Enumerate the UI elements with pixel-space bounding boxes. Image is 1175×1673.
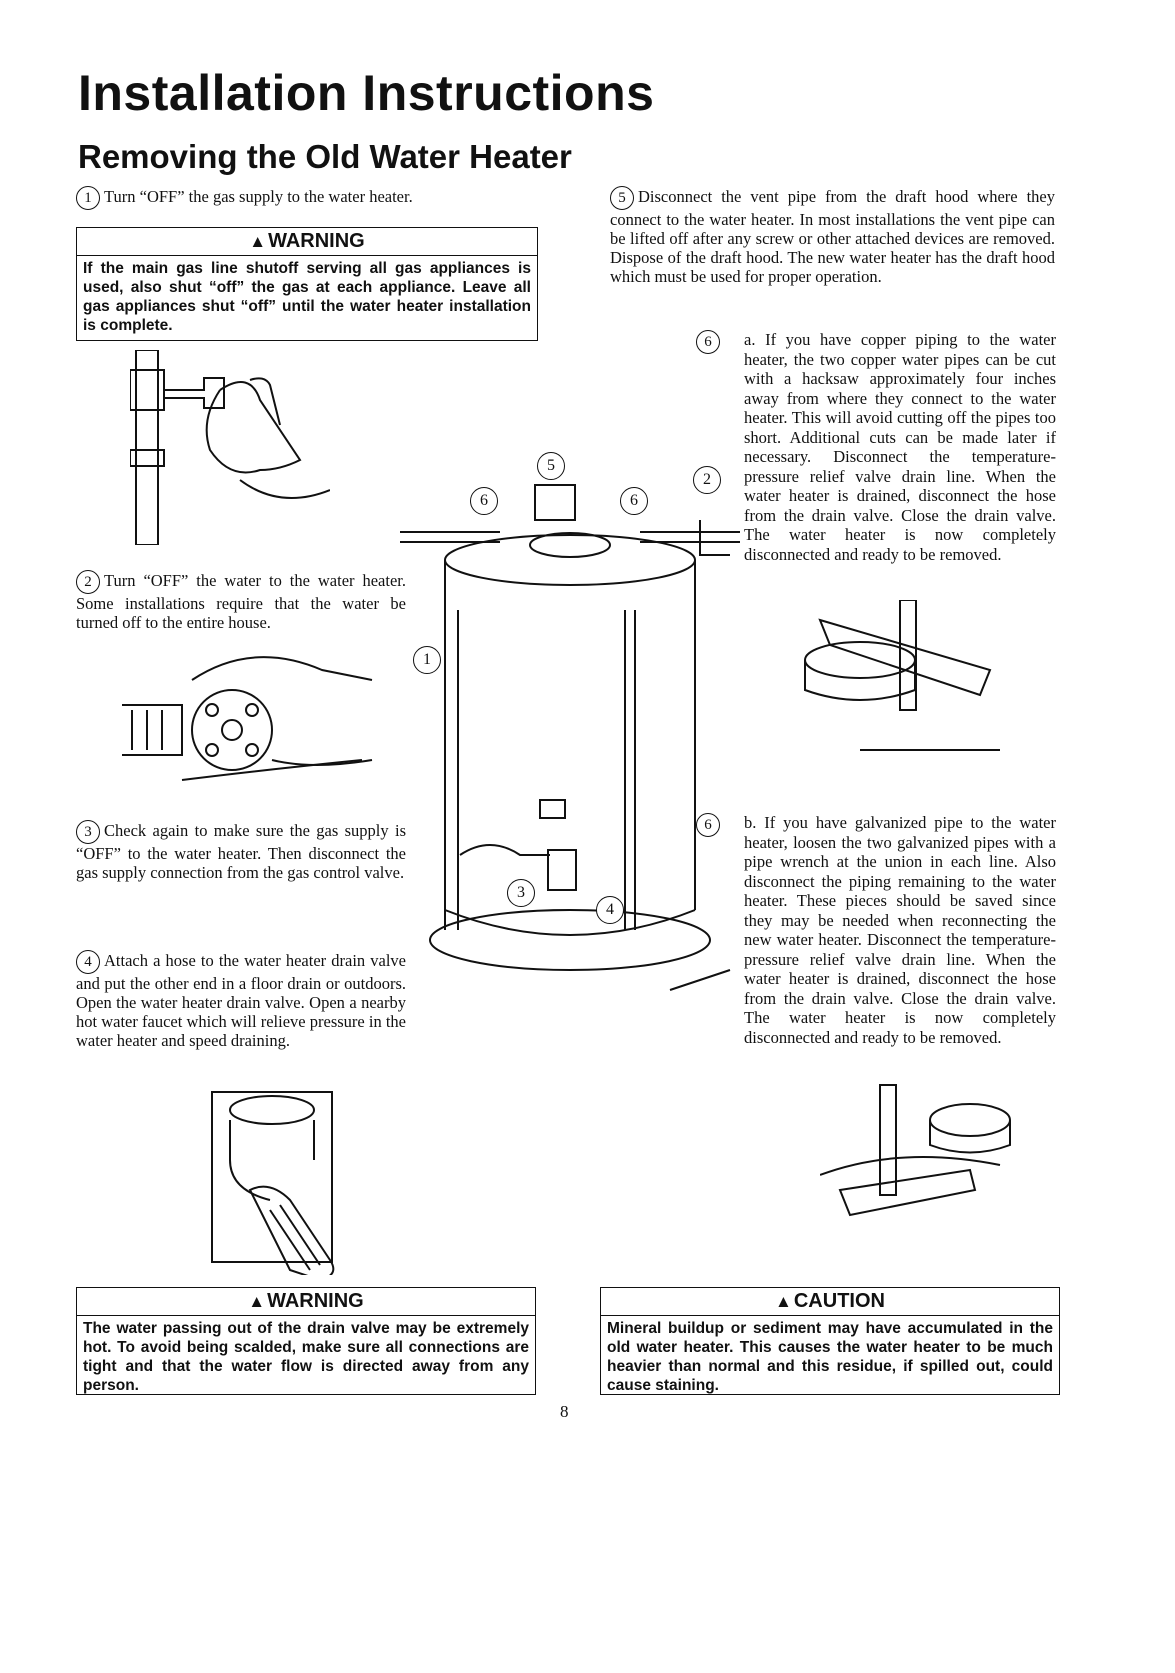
step-number: 6 <box>696 330 720 354</box>
step-number: 2 <box>76 570 100 594</box>
caution-box: ▲CAUTION Mineral buildup or sediment may… <box>600 1287 1060 1395</box>
warning-triangle-icon: ▲ <box>248 1292 266 1311</box>
step-number: 3 <box>76 820 100 844</box>
warning-box-gas: ▲WARNING If the main gas line shutoff se… <box>76 227 538 341</box>
drain-valve-illustration <box>211 1091 335 1275</box>
step-text: Turn “OFF” the gas supply to the water h… <box>104 186 413 206</box>
caution-triangle-icon: ▲ <box>775 1292 792 1311</box>
diagram-callout-3: 3 <box>507 879 535 907</box>
diagram-callout-6-left: 6 <box>470 487 498 515</box>
section-title: Removing the Old Water Heater <box>78 138 572 175</box>
step-letter: a. <box>744 330 756 349</box>
warning-title: ▲WARNING <box>77 228 537 256</box>
warning-box-hot-water: ▲WARNING The water passing out of the dr… <box>76 1287 536 1395</box>
water-heater-diagram <box>400 484 740 991</box>
warning-title: ▲WARNING <box>77 1288 535 1316</box>
hacksaw-illustration <box>804 600 1000 751</box>
step-text: Check again to make sure the gas supply … <box>76 820 406 882</box>
page-title: Installation Instructions <box>78 65 655 121</box>
step-text: a. If you have copper piping to the wate… <box>744 330 1056 564</box>
step-text: b. If you have galvanized pipe to the wa… <box>744 813 1057 1047</box>
gas-valve-illustration <box>130 350 330 545</box>
diagram-callout-2: 2 <box>693 466 721 494</box>
step-letter: b. <box>744 813 757 832</box>
step-text: Turn “OFF” the water to the water heater… <box>76 570 406 632</box>
diagram-callout-1: 1 <box>413 646 441 674</box>
water-valve-illustration <box>122 656 373 781</box>
diagram-callout-4: 4 <box>596 896 624 924</box>
caution-title: ▲CAUTION <box>601 1288 1059 1316</box>
step-number: 5 <box>610 186 634 210</box>
diagram-callout-6-right: 6 <box>620 487 648 515</box>
warning-body: The water passing out of the drain valve… <box>83 1320 529 1394</box>
diagram-callout-5: 5 <box>537 452 565 480</box>
step-text: Attach a hose to the water heater drain … <box>76 950 406 1050</box>
caution-body: Mineral buildup or sediment may have acc… <box>607 1320 1053 1394</box>
warning-triangle-icon: ▲ <box>249 232 267 251</box>
page-number: 8 <box>560 1402 569 1421</box>
warning-body: If the main gas line shutoff serving all… <box>83 260 531 334</box>
step-text: Disconnect the vent pipe from the draft … <box>610 186 1055 286</box>
step-number: 1 <box>76 186 100 210</box>
pipe-wrench-illustration <box>820 1084 1011 1217</box>
step-number: 6 <box>696 813 720 837</box>
step-number: 4 <box>76 950 100 974</box>
